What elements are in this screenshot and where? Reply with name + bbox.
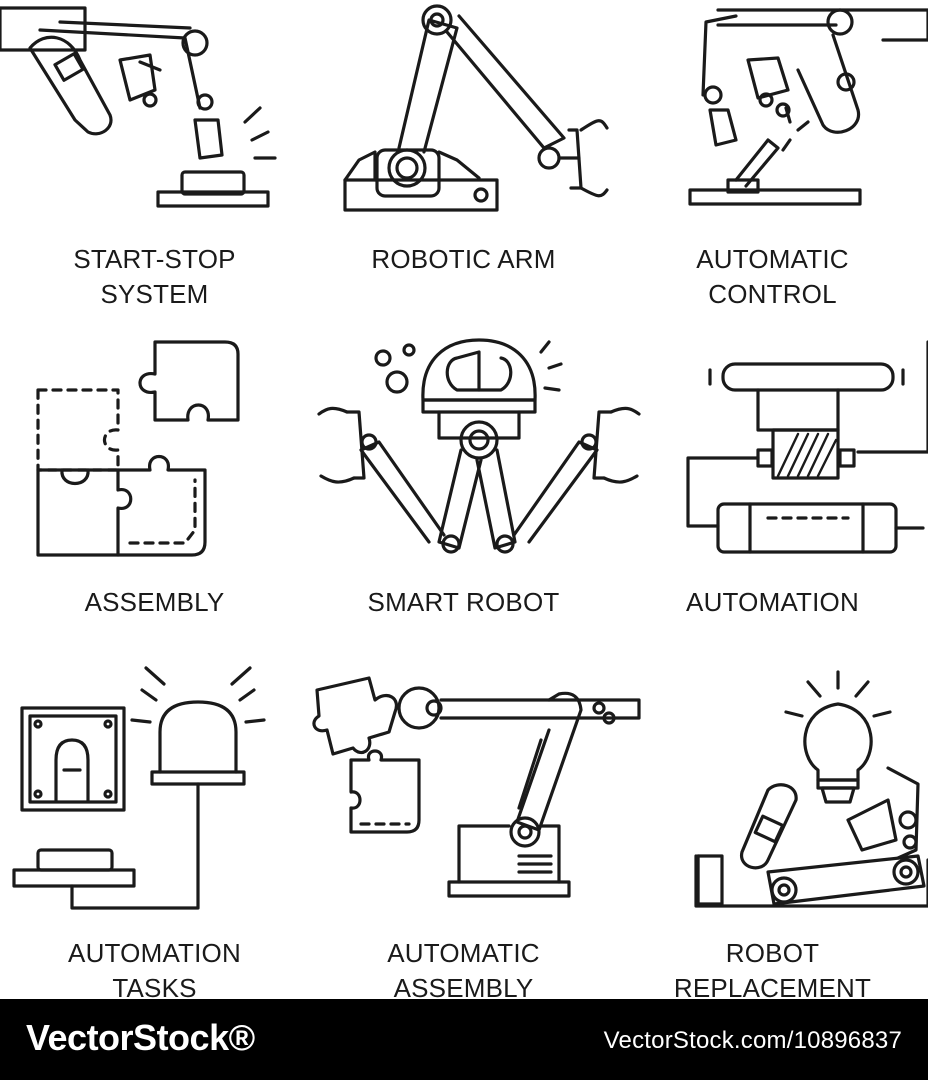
- icon-label: ROBOTIC ARM: [371, 244, 556, 274]
- automation-tasks-icon: [0, 660, 309, 920]
- icon-label: AUTOMATIC ASSEMBLY: [387, 938, 540, 1003]
- icon-tile-automation: AUTOMATION: [618, 330, 928, 660]
- icon-label: AUTOMATION: [686, 587, 859, 617]
- automation-icon: [618, 330, 928, 570]
- image-reference: VectorStock.com/10896837: [603, 1027, 902, 1054]
- robotic-arm-icon: [309, 0, 618, 220]
- icon-label: AUTOMATION TASKS: [68, 938, 241, 1003]
- icon-label: START-STOP SYSTEM: [73, 244, 236, 309]
- icon-label: AUTOMATIC CONTROL: [696, 244, 849, 309]
- icon-label: SMART ROBOT: [367, 587, 560, 617]
- icon-tile-automatic-control: AUTOMATIC CONTROL: [618, 0, 928, 330]
- icon-tile-start-stop-system: START-STOP SYSTEM: [0, 0, 309, 330]
- icon-label: ASSEMBLY: [84, 587, 225, 617]
- icon-tile-smart-robot: SMART ROBOT: [309, 330, 641, 660]
- robot-replacement-icon: [618, 660, 928, 920]
- start-stop-system-icon: [0, 0, 309, 220]
- smart-robot-icon: [309, 330, 641, 570]
- automatic-control-icon: [618, 0, 928, 220]
- icon-tile-robot-replacement: ROBOT REPLACEMENT: [618, 660, 928, 1003]
- icon-tile-automatic-assembly: AUTOMATIC ASSEMBLY: [309, 660, 641, 1003]
- vectorstock-logo: VectorStock®: [26, 1017, 255, 1058]
- icon-label: ROBOT REPLACEMENT: [673, 938, 872, 1003]
- icon-tile-assembly: ASSEMBLY: [0, 330, 309, 660]
- automatic-assembly-icon: [309, 660, 641, 920]
- icon-tile-automation-tasks: AUTOMATION TASKS: [0, 660, 309, 1003]
- icon-tile-robotic-arm: ROBOTIC ARM: [309, 0, 618, 330]
- watermark-footer: VectorStock® VectorStock.com/10896837: [0, 999, 928, 1080]
- assembly-icon: [0, 330, 309, 570]
